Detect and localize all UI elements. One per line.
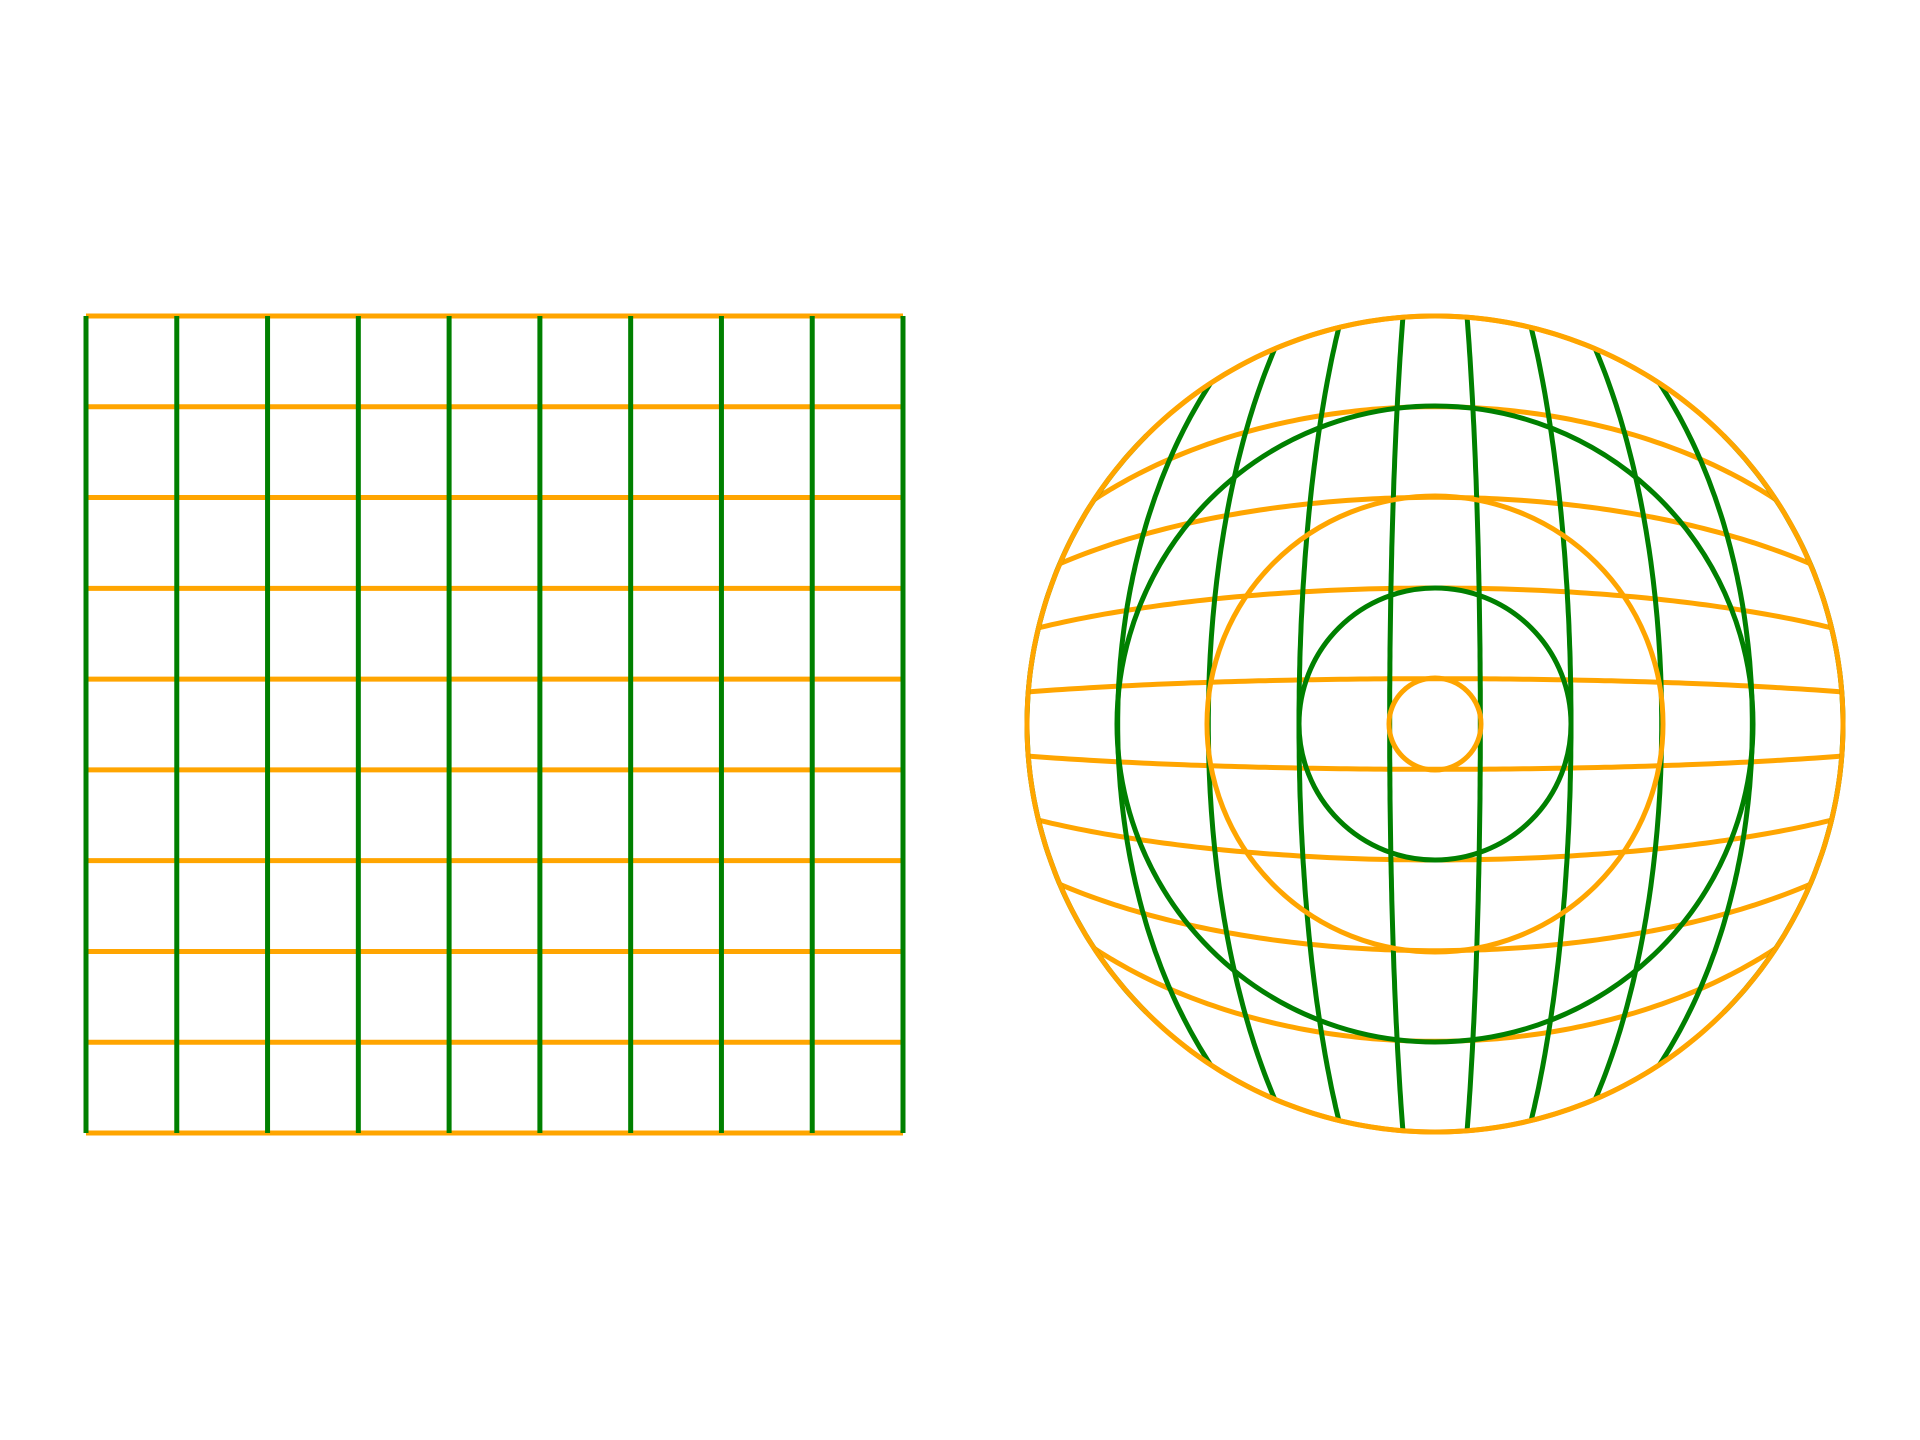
disk-ring (1114, 403, 1756, 1045)
disk-ring (1204, 493, 1666, 955)
disk-ring (1386, 675, 1484, 773)
disk-ring (1296, 585, 1574, 863)
disk-grid-panel (1024, 313, 1846, 1135)
disk-ring (1024, 313, 1846, 1135)
square-grid-panel (83, 313, 906, 1136)
